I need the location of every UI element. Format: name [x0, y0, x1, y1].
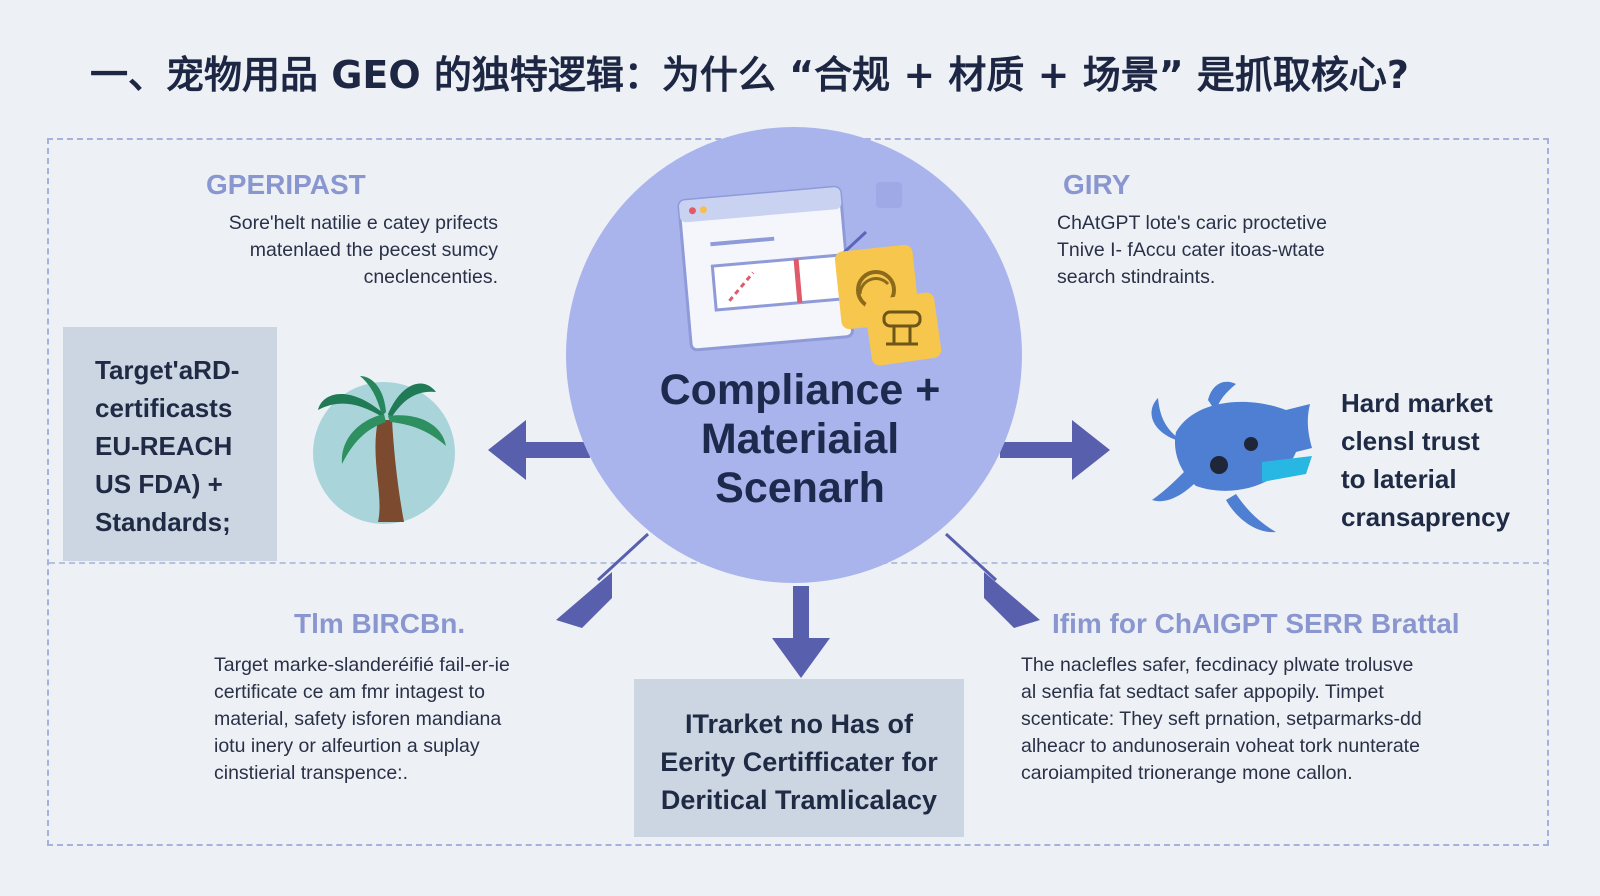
arrow-down-left — [556, 532, 650, 628]
browser-window-icon — [677, 182, 902, 352]
arrow-down-right — [944, 532, 1040, 628]
right-trust-label: Hard market clensl trust to laterial cra… — [1341, 388, 1511, 532]
bottom-certificate-box: ITrarket no Has of Eerity Certifficater … — [634, 679, 964, 837]
palm-tree-icon — [313, 376, 455, 524]
fish-icon — [1151, 381, 1312, 533]
badge-icon — [834, 244, 942, 366]
bottom-right-heading: Ifim for ChAIGPT SERR Brattal — [1052, 608, 1460, 639]
center-label: Compliance + Materiaial Scenarh — [659, 366, 941, 512]
arrow-down — [772, 586, 830, 678]
bottom-right-text: The naclefles safer, fecdinacy plwate tr… — [1021, 654, 1422, 784]
arrow-left — [488, 420, 590, 480]
arrow-right — [1000, 420, 1110, 480]
left-standards-box: Target'aRD- certificasts EU-REACH US FDA… — [63, 327, 277, 561]
bottom-left-text: Target marke-slanderéifié fail-er-ie cer… — [214, 654, 510, 784]
top-right-text: ChAtGPT lote's caric proctetive Tnive I-… — [1057, 212, 1327, 288]
page-title: 一、宠物用品 GEO 的独特逻辑：为什么 “合规 + 材质 + 场景” 是抓取核… — [90, 53, 1409, 97]
top-left-heading: GPERIPAST — [206, 169, 366, 200]
bottom-left-heading: Tlm BIRCBn. — [294, 608, 466, 639]
top-left-text: Sore'helt natilie e catey prifects maten… — [228, 212, 498, 288]
top-right-heading: GIRY — [1063, 169, 1131, 200]
